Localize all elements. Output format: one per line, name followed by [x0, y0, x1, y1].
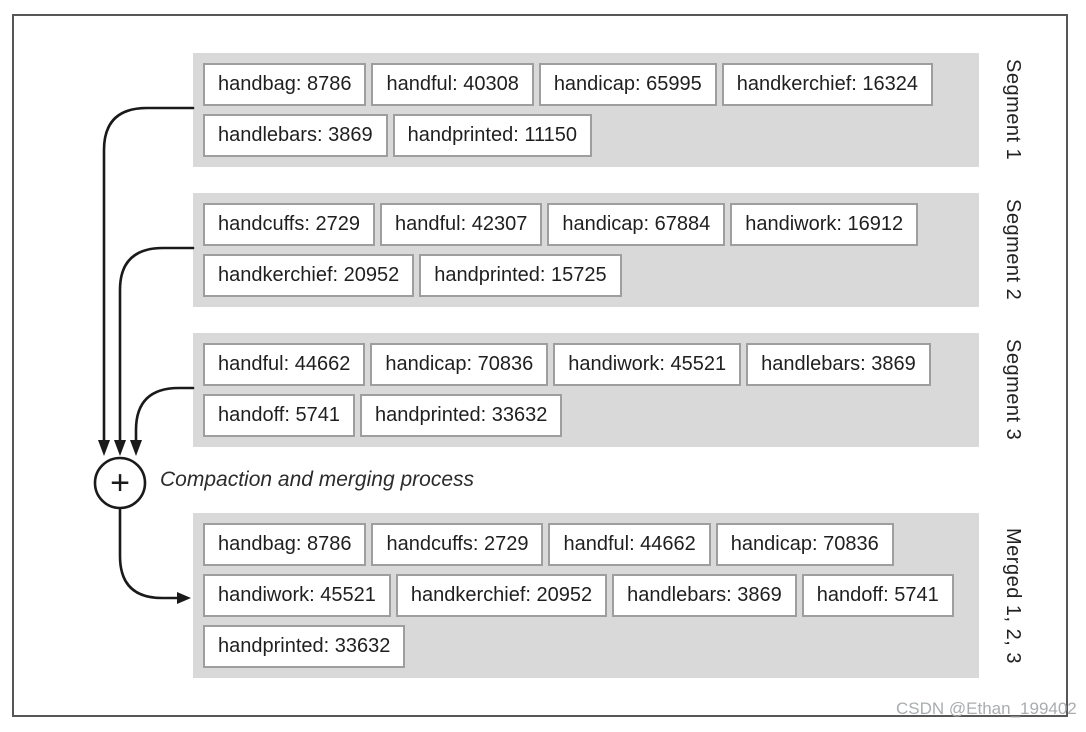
term-frequency-box: handbag: 8786: [203, 63, 367, 106]
term-frequency-box: handcuffs: 2729: [371, 523, 544, 566]
term-frequency-box: handicap: 70836: [370, 343, 549, 386]
term-frequency-box: handprinted: 33632: [359, 394, 563, 437]
term-frequency-box: handkerchief: 16324: [721, 63, 933, 106]
term-frequency-box: handprinted: 15725: [419, 254, 622, 297]
term-frequency-box: handicap: 67884: [547, 203, 726, 246]
term-frequency-box: handful: 44662: [203, 343, 366, 386]
term-frequency-box: handlebars: 3869: [746, 343, 931, 386]
term-frequency-box: handiwork: 16912: [730, 203, 919, 246]
term-frequency-box: handicap: 65995: [538, 63, 717, 106]
segment-2-label: Segment 2: [1002, 199, 1024, 301]
segment-3-label: Segment 3: [1002, 339, 1024, 441]
term-frequency-box: handiwork: 45521: [203, 574, 391, 617]
term-frequency-box: handoff: 5741: [203, 394, 355, 437]
merged-segment-label: Merged 1, 2, 3: [1002, 527, 1024, 664]
process-caption: Compaction and merging process: [160, 468, 474, 491]
term-frequency-box: handprinted: 11150: [392, 114, 592, 157]
term-frequency-box: handkerchief: 20952: [395, 574, 608, 617]
term-frequency-box: handlebars: 3869: [203, 114, 388, 157]
term-frequency-box: handful: 40308: [371, 63, 534, 106]
term-frequency-box: handicap: 70836: [715, 523, 894, 566]
term-frequency-box: handful: 42307: [379, 203, 543, 246]
term-frequency-box: handkerchief: 20952: [203, 254, 415, 297]
term-frequency-box: handbag: 8786: [203, 523, 367, 566]
segment-1-label: Segment 1: [1002, 59, 1024, 161]
term-row: handprinted: 33632: [203, 625, 969, 668]
term-frequency-box: handiwork: 45521: [553, 343, 742, 386]
term-frequency-box: handful: 44662: [548, 523, 711, 566]
watermark-text: CSDN @Ethan_199402: [896, 699, 1077, 718]
term-frequency-box: handlebars: 3869: [612, 574, 797, 617]
term-frequency-box: handcuffs: 2729: [203, 203, 375, 246]
term-frequency-box: handprinted: 33632: [203, 625, 406, 668]
term-frequency-box: handoff: 5741: [801, 574, 954, 617]
